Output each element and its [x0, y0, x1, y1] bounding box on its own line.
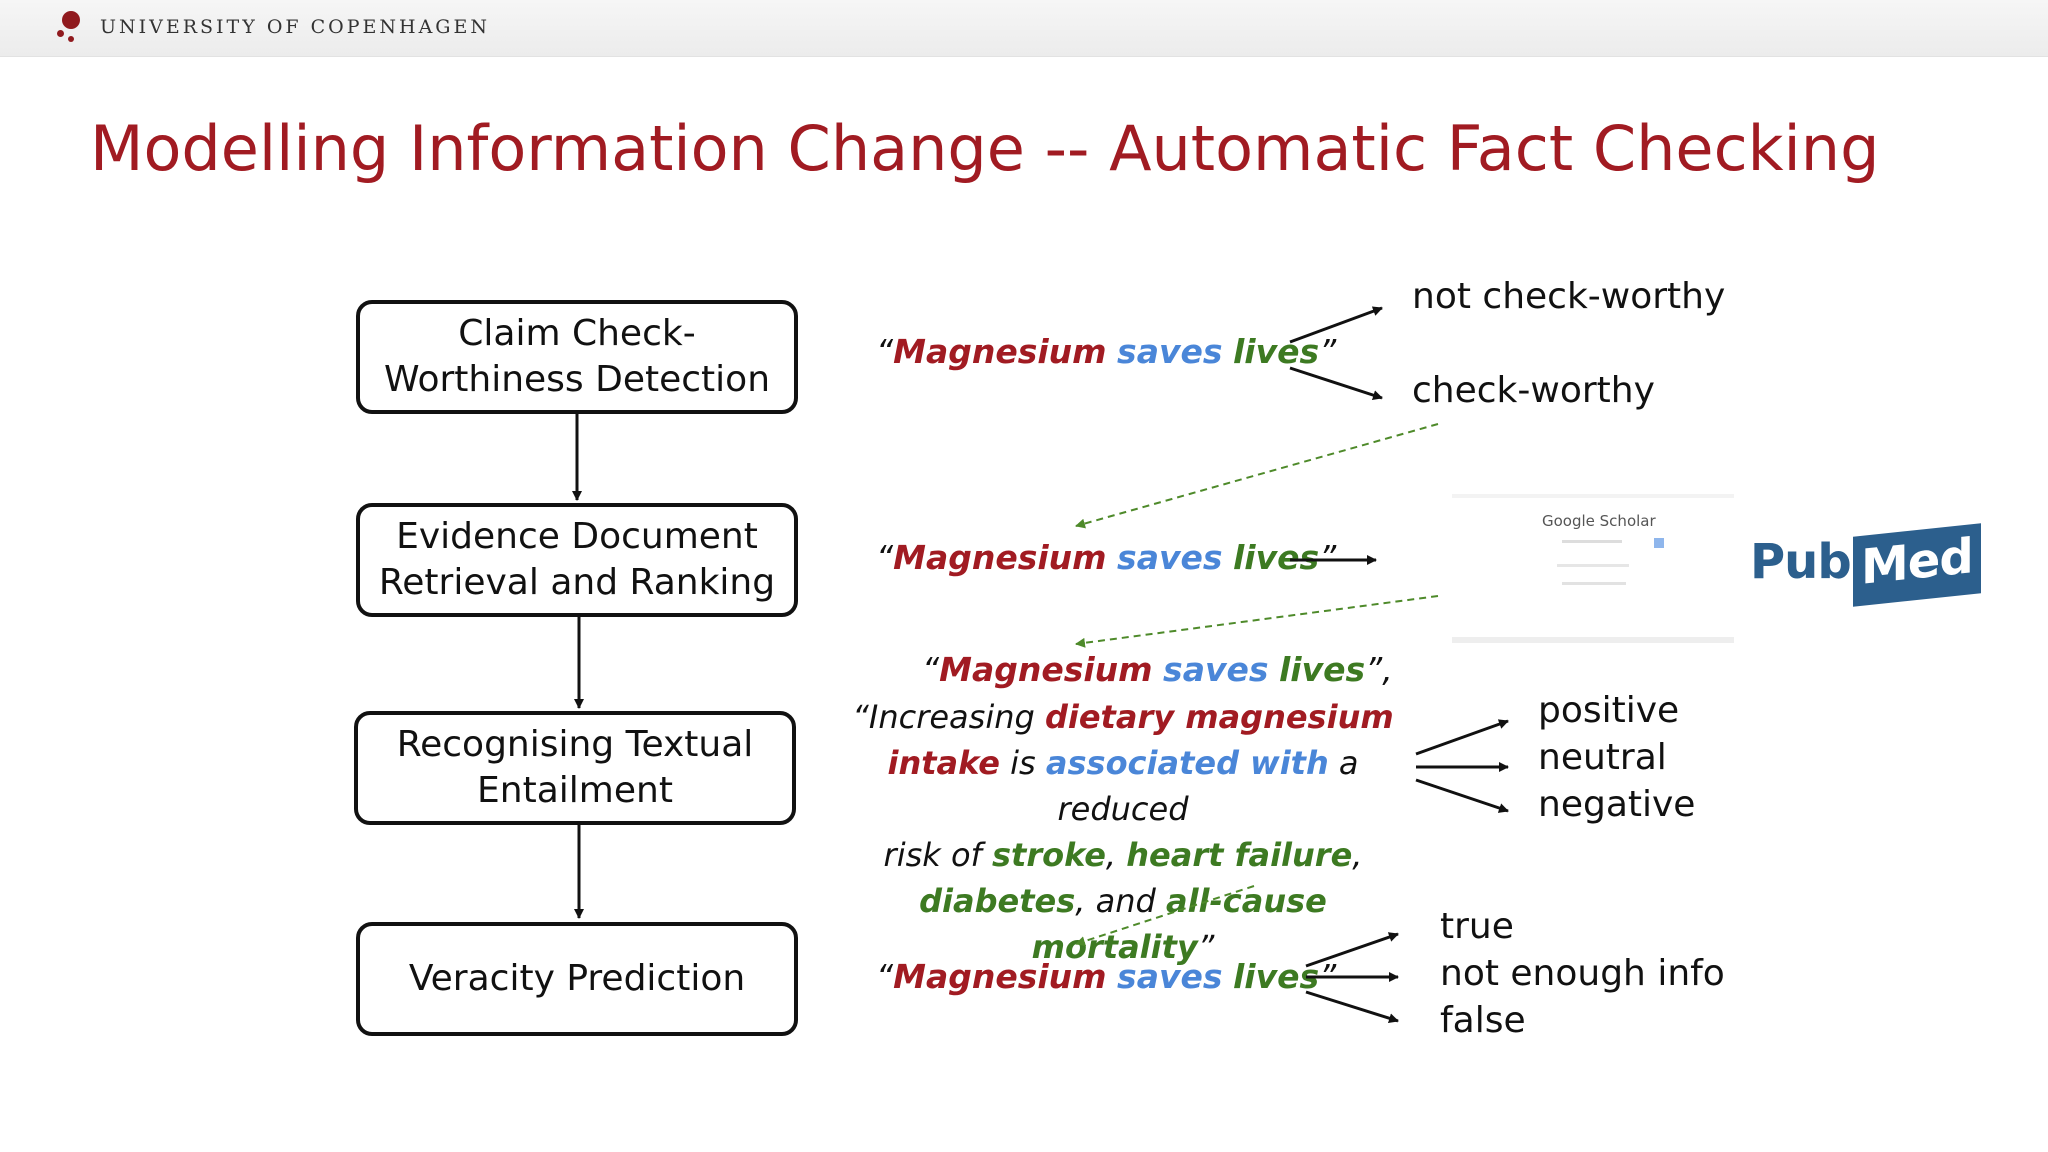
university-name: UNIVERSITY OF COPENHAGEN	[100, 16, 490, 38]
step-label: Evidence Document	[396, 516, 758, 557]
scholar-search-icon	[1654, 538, 1664, 548]
step-check-worthiness: Claim Check- Worthiness Detection	[356, 300, 798, 414]
label-not-enough-info: not enough info	[1440, 953, 1725, 994]
scholar-text-line	[1562, 582, 1626, 585]
evidence-sentence: “Increasing dietary magnesium intake is …	[852, 698, 1394, 966]
step-label: Veracity Prediction	[408, 958, 746, 999]
label-positive: positive	[1538, 690, 1680, 731]
claim-text-4: “Magnesium saves lives”	[876, 957, 1337, 996]
claim-text-2: “Magnesium saves lives”	[876, 538, 1337, 577]
university-logo-icon	[62, 11, 80, 29]
claim-text-1: “Magnesium saves lives”	[876, 332, 1337, 371]
arrow-to-not-check-worthy	[1289, 306, 1383, 344]
arrow-to-negative	[1415, 778, 1509, 813]
step-label: Retrieval and Ranking	[378, 562, 776, 603]
label-false: false	[1440, 1000, 1526, 1041]
label-neutral: neutral	[1538, 737, 1667, 778]
step-label: Claim Check-	[458, 313, 696, 354]
step-label: Entailment	[477, 770, 673, 811]
label-check-worthy: check-worthy	[1412, 370, 1655, 411]
dashed-arrow-check-worthy-to-claim2	[1075, 423, 1439, 529]
slide-title: Modelling Information Change -- Automati…	[90, 112, 1880, 185]
university-logo-dot	[57, 30, 64, 37]
claim-text-3: “Magnesium saves lives”,	[922, 650, 1393, 689]
arrow-to-false	[1305, 990, 1399, 1024]
arrow-to-true	[1305, 932, 1399, 968]
arrow-to-check-worthy	[1289, 366, 1383, 400]
google-scholar-logo: Google Scholar	[1542, 512, 1656, 530]
arrow-to-positive	[1415, 719, 1509, 756]
university-logo-dot	[68, 36, 74, 42]
label-negative: negative	[1538, 784, 1696, 825]
google-scholar-screenshot: Google Scholar	[1452, 494, 1734, 646]
step-label: Worthiness Detection	[383, 359, 771, 400]
step-veracity-prediction: Veracity Prediction	[356, 922, 798, 1036]
scholar-header-bar	[1452, 494, 1734, 498]
label-not-check-worthy: not check-worthy	[1412, 276, 1726, 317]
label-true: true	[1440, 906, 1514, 947]
dashed-arrow-entailment-to-claim4	[1075, 885, 1255, 946]
step-label: Recognising Textual	[396, 724, 754, 765]
scholar-search-box	[1562, 540, 1622, 543]
scholar-text-line	[1557, 564, 1629, 567]
scholar-footer-bar	[1452, 637, 1734, 643]
header-bar: UNIVERSITY OF COPENHAGEN	[0, 0, 2048, 57]
dashed-arrow-evidence-to-claim3	[1075, 595, 1439, 648]
